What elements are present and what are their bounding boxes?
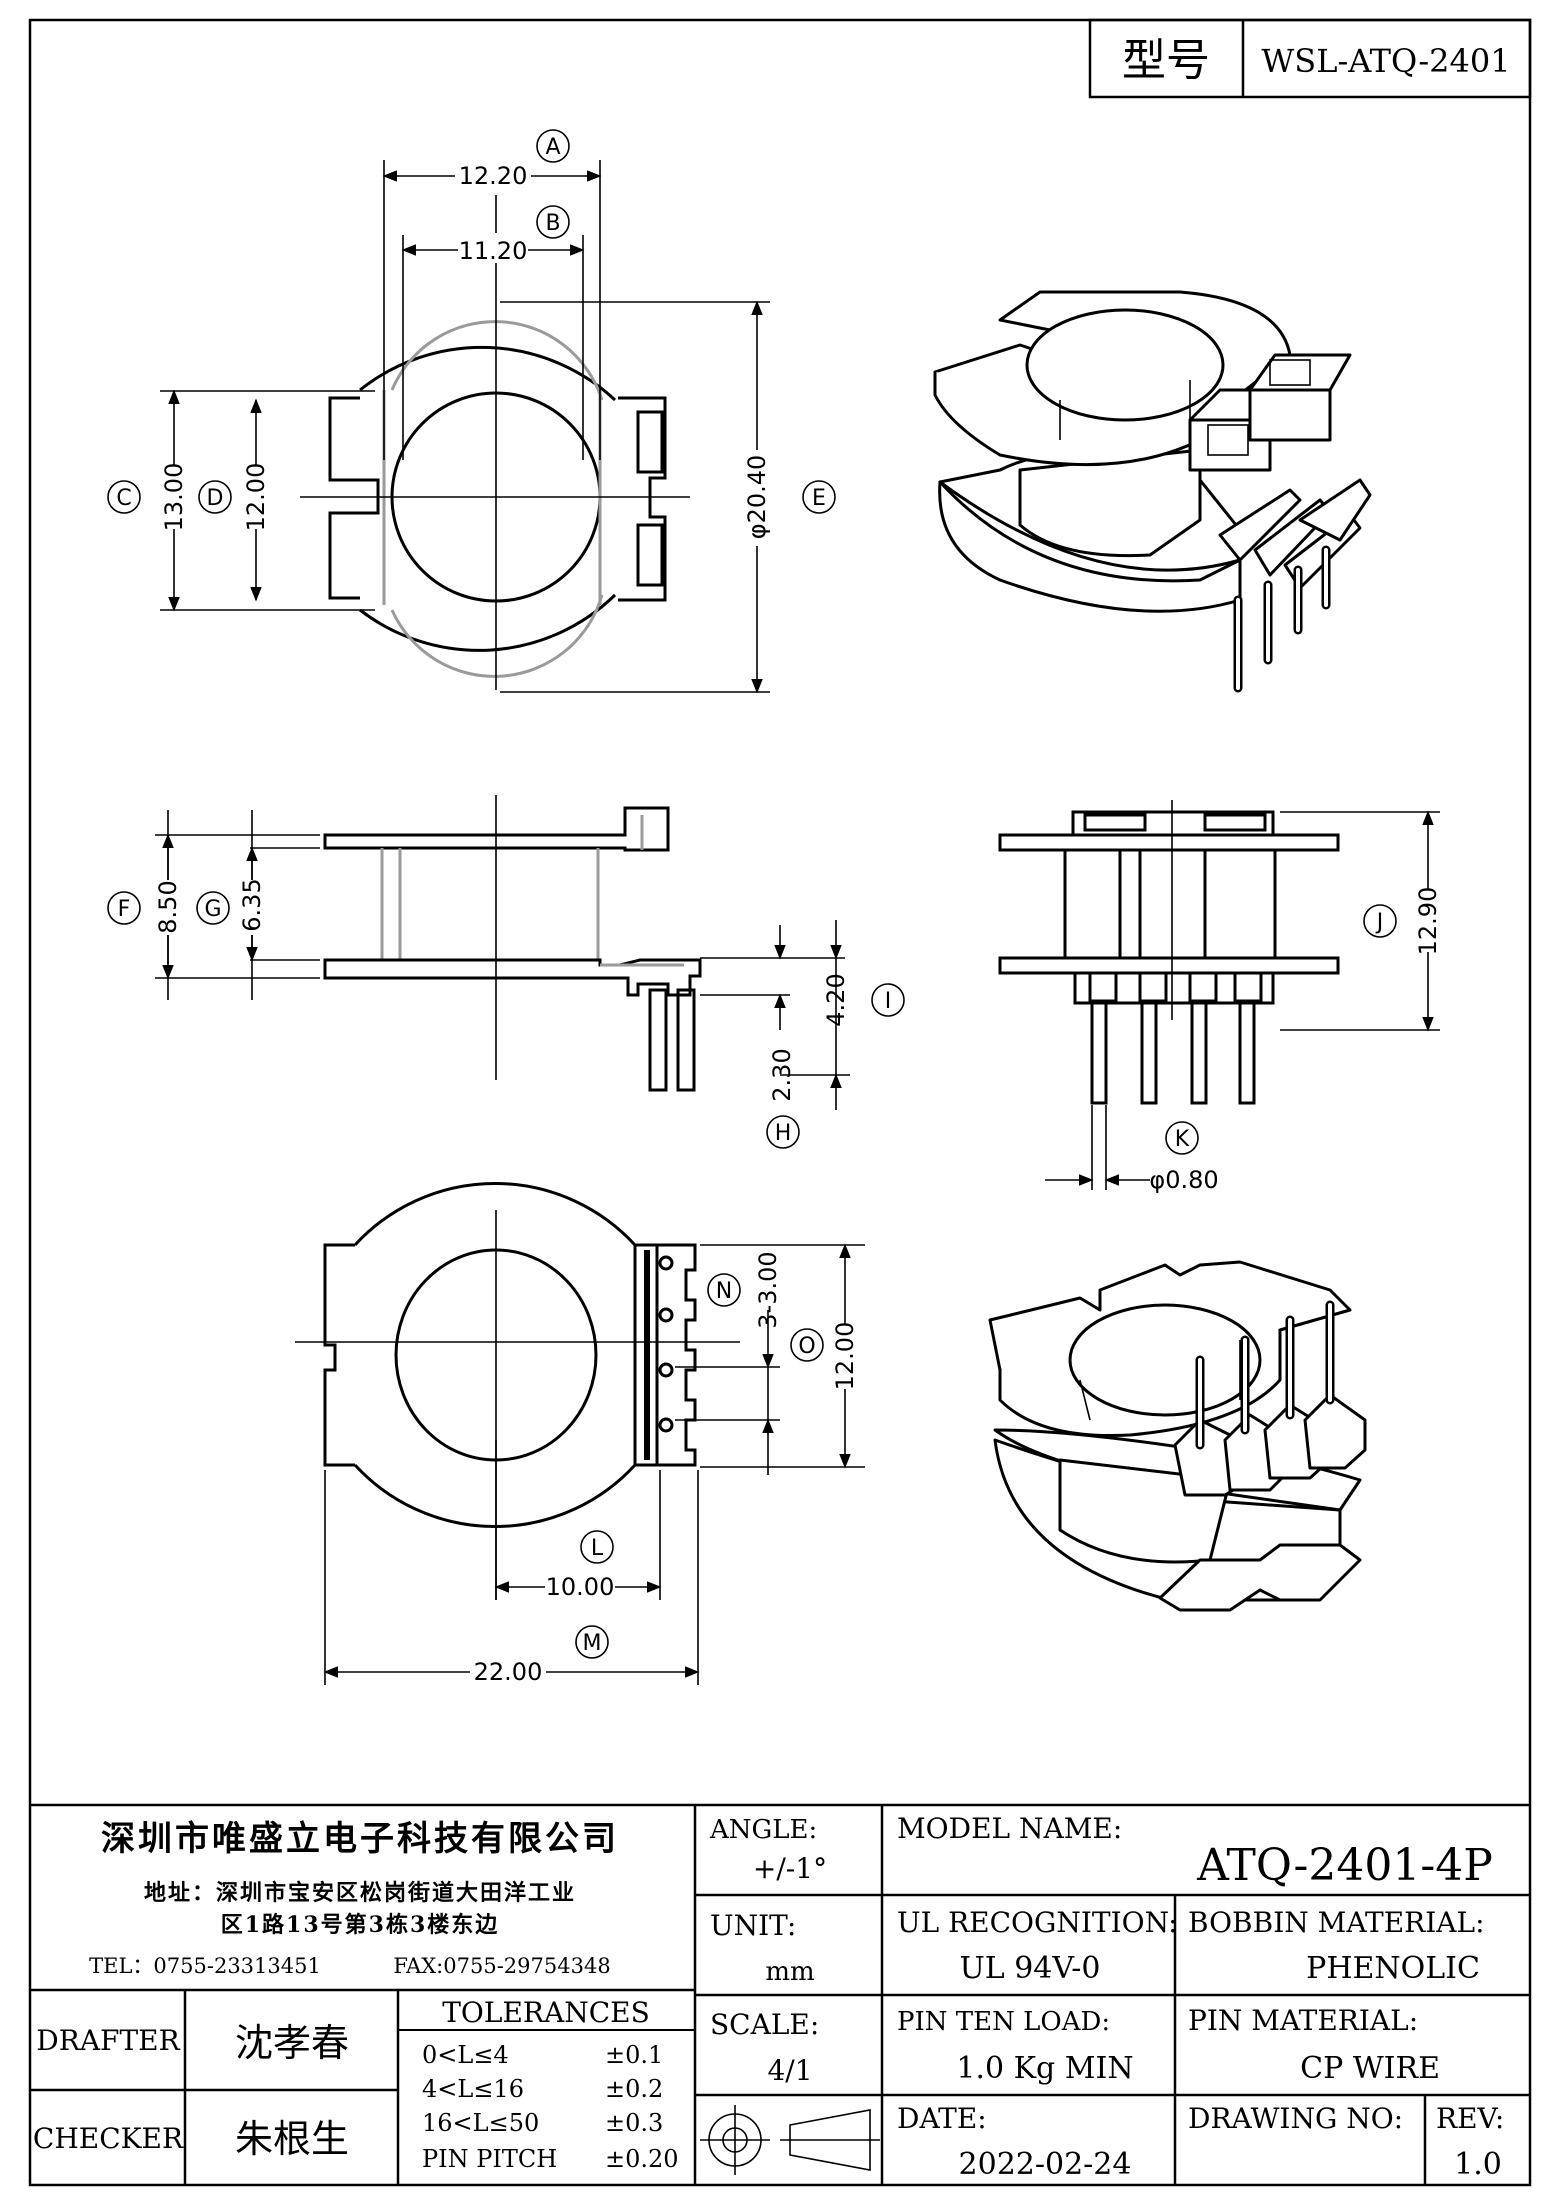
ul-recognition-value: UL 94V-0 [959,1951,1100,1986]
company-address-line2: 区1路13号第3栋3楼东边 [221,1912,500,1938]
side-view [323,795,702,1092]
drawing-no-label: DRAWING NO: [1188,2102,1403,2135]
angle-value: +/-1° [753,1852,827,1885]
tag-k: K [1175,1127,1190,1152]
dim-k-value: φ0.80 [1149,1166,1218,1194]
dim-i-value: 4.20 [822,973,850,1026]
tolerances-title: TOLERANCES [442,1996,650,2029]
tag-a: A [545,135,560,160]
model-name-value: ATQ-2401-4P [1196,1840,1493,1891]
tag-l: L [591,1536,604,1561]
isometric-view-bottom [988,1260,1367,1612]
bottom-view-dimensions: 12.00 3-3.00 N O 10.00 22.00 L M [323,1243,865,1686]
pin-ten-load-value: 1.0 Kg MIN [956,2051,1133,2086]
scale-label: SCALE: [710,2008,819,2041]
dim-j-value: 12.90 [1414,887,1442,956]
dim-f-value: 8.50 [154,880,182,933]
pin-ten-load-label: PIN TEN LOAD: [897,2007,1110,2037]
sheet-border [28,18,1532,2187]
unit-value: mm [765,1957,814,1987]
tag-f: F [118,897,131,922]
company-tel: TEL：0755-23313451 [89,1954,321,1978]
tag-n: N [716,1279,732,1304]
isometric-view-top [933,290,1372,693]
company-address-line1: 地址：深圳市宝安区松岗街道大田洋工业 [144,1880,576,1906]
dim-e-value: φ20.40 [743,455,771,540]
front-view-dimensions: 12.90 J φ0.80 K [1045,810,1444,1194]
side-view-dimensions: 8.50 6.35 F G 4.20 2.30 I H [107,810,905,1149]
date-value: 2022-02-24 [959,2147,1132,2182]
pin-material-label: PIN MATERIAL: [1188,2004,1418,2037]
tag-c: C [116,486,131,511]
dim-a-value: 12.20 [459,162,528,190]
tag-i: I [885,989,892,1014]
model-name-label: MODEL NAME: [897,1812,1122,1845]
tolerance-range: 16<L≤50 [422,2109,539,2137]
dim-c-value: 13.00 [160,463,188,532]
header-model-box: 型号 WSL-ATQ-2401 [1088,18,1532,99]
date-label: DATE: [897,2102,987,2135]
tolerance-value: ±0.3 [605,2109,663,2137]
tolerance-range: PIN PITCH [422,2145,557,2173]
header-model-code: WSL-ATQ-2401 [1261,42,1510,80]
tolerance-range: 4<L≤16 [422,2075,524,2103]
projection-symbol [700,2105,880,2175]
tag-b: B [545,211,560,236]
tolerance-value: ±0.2 [605,2075,663,2103]
tag-o: O [798,1334,815,1359]
header-model-label: 型号 [1122,35,1210,86]
dim-l-value: 10.00 [546,1573,615,1601]
scale-value: 4/1 [767,2054,812,2087]
bobbin-material-label: BOBBIN MATERIAL: [1188,1906,1485,1939]
tag-d: D [207,486,224,511]
tolerance-value: ±0.20 [605,2145,679,2173]
top-view [300,195,690,690]
checker-name: 朱根生 [235,2117,349,2161]
bottom-view [295,1181,740,1600]
tag-e: E [812,486,826,511]
rev-label: REV: [1436,2102,1504,2135]
tag-h: H [775,1121,792,1146]
tag-j: J [1375,910,1384,935]
dim-m-value: 22.00 [474,1658,543,1686]
company-fax: FAX:0755-29754348 [393,1954,610,1978]
dim-g-value: 6.35 [238,878,266,931]
dim-n-value: 3-3.00 [754,1251,782,1328]
tag-m: M [583,1631,602,1656]
ul-recognition-label: UL RECOGNITION: [897,1906,1178,1939]
checker-label: CHECKER [33,2122,184,2155]
company-name: 深圳市唯盛立电子科技有限公司 [101,1819,619,1859]
top-view-dimensions: 12.20 11.20 A B 13.00 12.00 C D φ20.40 E [107,129,836,694]
bobbin-material-value: PHENOLIC [1306,1951,1480,1986]
tolerance-value: ±0.1 [605,2041,663,2069]
dim-d-value: 12.00 [242,463,270,532]
tolerance-range: 0<L≤4 [422,2041,509,2069]
dim-o-value: 12.00 [831,1322,859,1391]
front-view [998,800,1340,1105]
dim-h-value: 2.30 [768,1048,796,1101]
unit-label: UNIT: [710,1909,796,1942]
drafter-name: 沈孝春 [235,2021,349,2065]
drafter-label: DRAFTER [36,2024,180,2057]
angle-label: ANGLE: [709,1815,817,1845]
title-block: 深圳市唯盛立电子科技有限公司 地址：深圳市宝安区松岗街道大田洋工业 区1路13号… [30,1803,1530,2185]
dim-b-value: 11.20 [459,237,528,265]
tag-g: G [204,897,221,922]
pin-material-value: CP WIRE [1300,2051,1440,2086]
rev-value: 1.0 [1454,2147,1502,2182]
